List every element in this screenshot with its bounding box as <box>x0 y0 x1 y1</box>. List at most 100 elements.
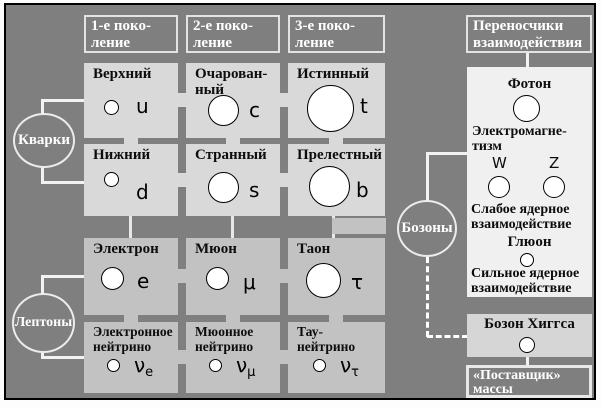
particle-title: Прелестный <box>297 147 382 163</box>
particle-circle <box>313 359 326 372</box>
cell-tau-neutrino: Тау- нейтрино ντ <box>288 322 385 393</box>
connector-tab <box>226 136 240 146</box>
connector-tab <box>175 350 189 364</box>
particle-symbol: t <box>360 94 368 118</box>
quarks-group-circle: Кварки <box>13 113 75 168</box>
connector-tab <box>329 313 343 324</box>
particle-title: Мюонное нейтрино <box>195 324 254 354</box>
particle-circle <box>306 263 341 298</box>
cell-up-quark: Верхний u <box>84 63 178 138</box>
neutrino-symbol: ν <box>236 353 248 377</box>
neutrino-subscript: τ <box>351 365 359 380</box>
connector-tab <box>175 269 189 283</box>
z-boson-label: Z <box>549 154 560 172</box>
particle-title: Верхний <box>93 66 152 82</box>
particle-circle <box>208 95 239 126</box>
particle-symbol: s <box>249 178 260 202</box>
neutrino-subscript: μ <box>247 365 256 380</box>
leptons-group-circle: Лептоны <box>12 293 75 353</box>
quark-bracket-line <box>41 99 84 102</box>
higgs-circle <box>519 337 535 353</box>
carriers-header-line <box>526 53 529 68</box>
particle-circle <box>309 166 350 207</box>
cell-tau: Таон τ <box>288 238 385 315</box>
connector-tab <box>226 313 240 324</box>
carriers-panel: Фотон Электромагне- тизм W Z Слабое ядер… <box>467 67 592 297</box>
connector-tab <box>277 350 291 364</box>
connector-tab <box>277 173 291 187</box>
particle-symbol: u <box>136 94 149 118</box>
bosons-higgs-dashed-line <box>426 257 429 337</box>
particle-title: Странный <box>195 147 267 163</box>
particle-title: Истинный <box>297 66 369 82</box>
particle-symbol: μ <box>243 270 256 294</box>
cell-electron-neutrino: Электронное нейтрино νe <box>84 322 178 393</box>
quarks-group-label: Кварки <box>17 132 71 148</box>
z-boson-circle <box>543 176 565 198</box>
higgs-title: Бозон Хиггса <box>484 316 575 332</box>
particle-symbol: e <box>137 269 150 293</box>
particle-symbol: ντ <box>340 353 359 380</box>
particle-symbol: τ <box>351 270 364 294</box>
connector-tab <box>124 136 138 146</box>
particle-title: Таон <box>297 241 331 257</box>
bosons-higgs-dashed-line <box>427 335 468 338</box>
particle-symbol: c <box>249 98 260 122</box>
lepton-bracket-line <box>41 356 84 359</box>
generation-2-header: 2-е поко- ление <box>186 15 280 53</box>
photon-title: Фотон <box>507 76 552 92</box>
cell-strange-quark: Странный s <box>186 144 280 216</box>
weak-interaction-label: Слабое ядерное взаимодействие <box>471 202 572 232</box>
connector-tab <box>277 269 291 283</box>
particle-title: Электронное нейтрино <box>93 324 173 354</box>
particle-title: Мюон <box>195 241 237 257</box>
w-boson-label: W <box>492 154 507 172</box>
connector-tab <box>124 313 138 324</box>
higgs-mass-line <box>526 355 529 367</box>
cell-higgs-boson: Бозон Хиггса <box>467 314 592 357</box>
quark-bracket-line <box>41 181 84 184</box>
connector-tab <box>277 93 291 107</box>
bosons-panel-line <box>426 152 429 203</box>
connector-tab <box>329 136 343 146</box>
cell-electron: Электрон e <box>84 238 178 315</box>
electromagnetism-label: Электромагне- тизм <box>472 124 567 154</box>
particle-circle <box>208 172 239 203</box>
particle-symbol: νμ <box>236 353 255 380</box>
particle-symbol: d <box>136 180 149 204</box>
generation-1-header: 1-е поко- ление <box>84 15 178 53</box>
particle-circle <box>307 85 354 132</box>
cell-down-quark: Нижний d <box>84 144 178 216</box>
connector-tab <box>175 93 189 107</box>
particle-circle <box>206 267 229 290</box>
cell-charm-quark: Очарован- ный c <box>186 63 280 138</box>
particle-circle <box>209 359 222 372</box>
particle-title: Нижний <box>93 147 151 163</box>
particle-title: Очарован- ный <box>195 66 268 98</box>
gluon-circle <box>520 253 534 267</box>
particle-circle <box>104 100 119 115</box>
neutrino-subscript: e <box>145 365 154 380</box>
carriers-header: Переносчики взаимодействия <box>466 15 592 53</box>
connector-line <box>129 216 132 240</box>
lepton-bracket-line <box>41 275 84 278</box>
generation-3-header: 3-е поко- ление <box>288 15 385 53</box>
cell-muon: Мюон μ <box>186 238 280 315</box>
connector-bar <box>332 218 386 234</box>
bosons-panel-line <box>426 152 468 155</box>
strong-interaction-label: Сильное ядерное взаимодействие <box>471 266 580 296</box>
particle-title: Тау- нейтрино <box>297 324 356 354</box>
particle-symbol: νe <box>134 353 153 380</box>
leptons-group-label: Лептоны <box>14 315 73 330</box>
particle-circle <box>101 267 124 290</box>
cell-top-quark: Истинный t <box>288 63 385 138</box>
connector-tab <box>175 173 189 187</box>
mass-provider-label: «Поставщик» массы <box>466 365 592 398</box>
cell-muon-neutrino: Мюонное нейтрино νμ <box>186 322 280 393</box>
particle-circle <box>107 359 120 372</box>
particle-symbol: b <box>356 178 369 202</box>
photon-circle <box>513 95 540 122</box>
bosons-group-label: Бозоны <box>401 220 453 236</box>
neutrino-symbol: ν <box>340 353 352 377</box>
